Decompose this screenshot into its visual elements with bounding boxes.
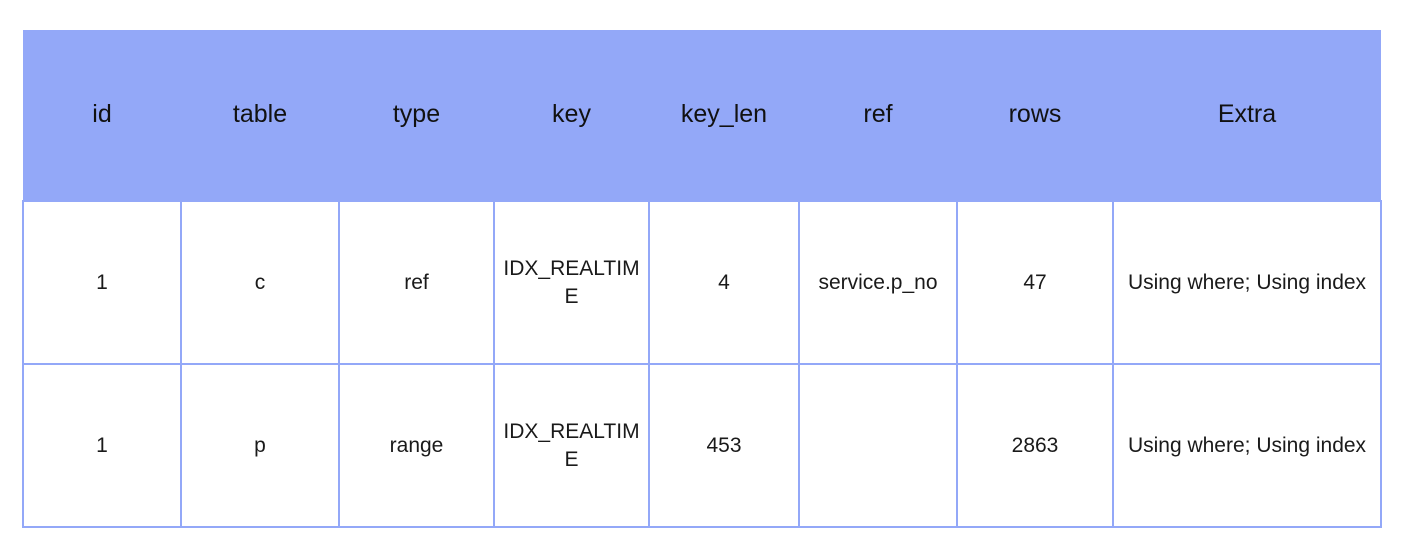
- cell-table: c: [180, 200, 340, 365]
- column-header-type: type: [339, 30, 494, 201]
- column-header-rows: rows: [957, 30, 1113, 201]
- cell-rows: 2863: [956, 363, 1114, 528]
- cell-extra: Using where; Using index: [1112, 363, 1382, 528]
- column-header-key: key: [494, 30, 649, 201]
- table-row: 1 p range IDX_REALTIME 453 2863 Using wh…: [22, 363, 1382, 528]
- column-header-extra: Extra: [1113, 30, 1381, 201]
- table-header-row: id table type key key_len ref rows Extra: [23, 30, 1381, 201]
- table-row: 1 c ref IDX_REALTIME 4 service.p_no 47 U…: [22, 200, 1382, 365]
- cell-extra: Using where; Using index: [1112, 200, 1382, 365]
- column-header-key-len: key_len: [649, 30, 799, 201]
- explain-plan-table-container: id table type key key_len ref rows Extra…: [22, 30, 1382, 528]
- cell-type: ref: [338, 200, 495, 365]
- cell-ref: service.p_no: [798, 200, 958, 365]
- cell-key-len: 4: [648, 200, 800, 365]
- cell-key: IDX_REALTIME: [493, 200, 650, 365]
- cell-rows: 47: [956, 200, 1114, 365]
- cell-table: p: [180, 363, 340, 528]
- column-header-ref: ref: [799, 30, 957, 201]
- column-header-table: table: [181, 30, 339, 201]
- cell-key: IDX_REALTIME: [493, 363, 650, 528]
- cell-id: 1: [22, 200, 182, 365]
- cell-key-len: 453: [648, 363, 800, 528]
- cell-type: range: [338, 363, 495, 528]
- cell-id: 1: [22, 363, 182, 528]
- explain-plan-table: id table type key key_len ref rows Extra…: [22, 30, 1382, 528]
- cell-ref: [798, 363, 958, 528]
- table-body: 1 c ref IDX_REALTIME 4 service.p_no 47 U…: [22, 200, 1382, 528]
- table-header: id table type key key_len ref rows Extra: [23, 30, 1381, 201]
- column-header-id: id: [23, 30, 181, 201]
